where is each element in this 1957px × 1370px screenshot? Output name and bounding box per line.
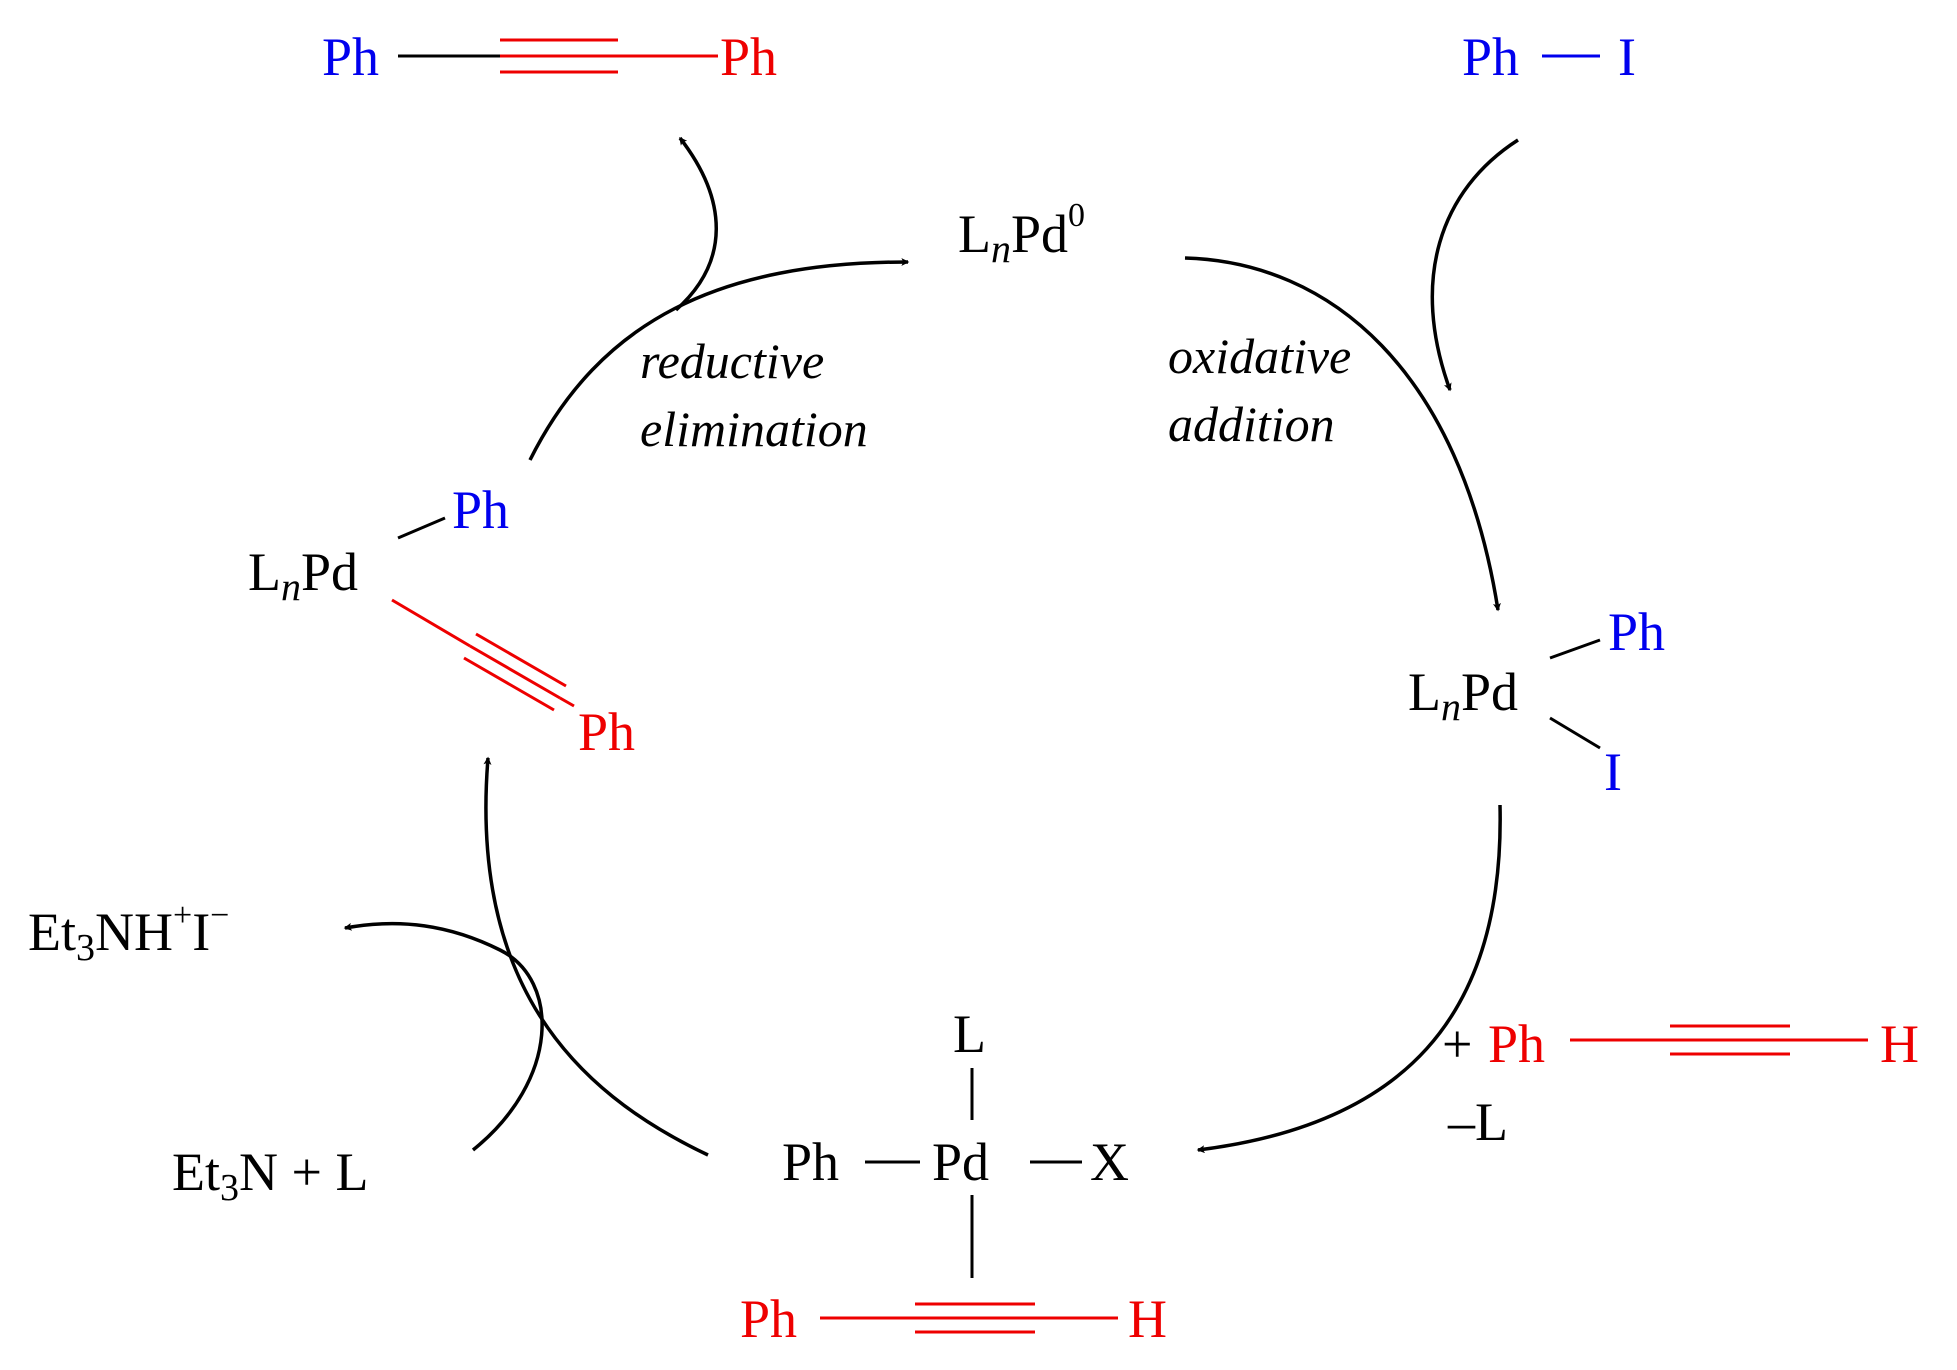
pd-alkyne-phenyl: Ph: [740, 1289, 797, 1349]
diphenylacetylene-product: Ph Ph: [322, 27, 777, 87]
iodobenzene-iodine: I: [1618, 27, 1636, 87]
svg-text:Et3NH+I−: Et3NH+I−: [28, 897, 229, 969]
oxidative-addition-label: oxidative addition: [1168, 328, 1351, 452]
reductive-elimination-label: reductive elimination: [640, 333, 868, 457]
oxidative-addition-complex: LnPd Ph I: [1408, 602, 1665, 802]
reagent-phenyl: Ph: [1488, 1014, 1545, 1074]
pd-ligand-top: L: [953, 1004, 986, 1064]
svg-text:oxidative: oxidative: [1168, 328, 1351, 384]
re-phenyl-blue: Ph: [452, 480, 509, 540]
re-phenyl-red: Ph: [578, 702, 635, 762]
oa-iodine: I: [1604, 742, 1622, 802]
re-triple-bond: [469, 644, 561, 700]
pd-center: Pd: [932, 1132, 989, 1192]
iodobenzene-phenyl: Ph: [1462, 27, 1519, 87]
re-alkynyl-bond: [391, 598, 471, 648]
iodobenzene-reagent: Ph I: [1462, 27, 1636, 87]
arrow-phi-in: [1430, 138, 1519, 392]
svg-text:Et3N + L: Et3N + L: [172, 1142, 368, 1209]
triethylamine-ligand: Et3N + L: [172, 1142, 368, 1209]
arrow-pd-to-re: [483, 756, 709, 1157]
arrow-re-to-pd0: [528, 258, 910, 461]
oa-pd-ph-bond: [1549, 638, 1601, 660]
pd-x-ligand: X: [1090, 1132, 1129, 1192]
product-phenyl-blue: Ph: [322, 27, 379, 87]
arrow-product-release: [674, 136, 718, 312]
svg-text:elimination: elimination: [640, 401, 868, 457]
product-phenyl-red: Ph: [720, 27, 777, 87]
svg-text:reductive: reductive: [640, 333, 824, 389]
svg-text:addition: addition: [1168, 396, 1335, 452]
re-pd-label: LnPd: [248, 542, 358, 609]
pd-alkyne-complex: L Ph Pd X Ph H: [740, 1004, 1167, 1349]
ligand-loss: –L: [1447, 1092, 1508, 1152]
phenylacetylene-reagent: + Ph H –L: [1442, 1014, 1919, 1152]
oa-phenyl: Ph: [1608, 602, 1665, 662]
reagent-hydrogen: H: [1880, 1014, 1919, 1074]
arrow-base-salt: [343, 921, 544, 1152]
arrow-oa-to-pd: [1196, 804, 1502, 1154]
reductive-elimination-complex: LnPd Ph Ph: [248, 480, 635, 762]
arrow-pd0-to-oa: [1184, 256, 1501, 612]
oa-pd-label: LnPd: [1408, 662, 1518, 729]
pd-alkyne-hydrogen: H: [1128, 1289, 1167, 1349]
pd0-catalyst: LnPd0: [958, 197, 1085, 271]
ammonium-salt: Et3NH+I−: [28, 897, 229, 969]
pd0-label: LnPd0: [958, 197, 1085, 271]
pd-phenyl: Ph: [782, 1132, 839, 1192]
